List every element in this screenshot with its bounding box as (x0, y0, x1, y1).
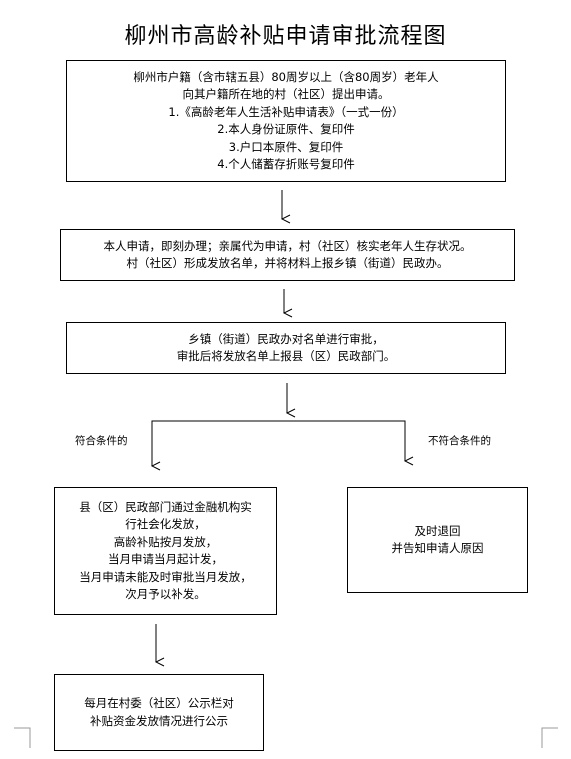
village-verification-box: 本人申请，即刻办理；亲属代为申请，村（社区）核实老年人生存状况。 村（社区）形成… (60, 229, 515, 281)
ineligible-label: 不符合条件的 (428, 435, 491, 447)
rejection-box: 及时退回 并告知申请人原因 (347, 487, 528, 593)
step-text: 当月申请未能及时审批当月发放， (79, 569, 252, 584)
step-text: 2.本人身份证原件、复印件 (217, 122, 355, 136)
step-text: 每月在村委（社区）公示栏对 (84, 696, 234, 710)
step-text: 乡镇（街道）民政办对名单进行审批， (188, 331, 384, 346)
publicity-box: 每月在村委（社区）公示栏对 补贴资金发放情况进行公示 (54, 674, 264, 751)
step-text: 及时退回 (414, 523, 461, 538)
eligible-label: 符合条件的 (75, 435, 128, 447)
step-text: 县（区）民政部门通过金融机构实 (79, 499, 252, 514)
step-text: 4.个人储蓄存折账号复印件 (217, 157, 355, 171)
step-text: 行社会化发放， (125, 517, 206, 531)
step-text: 向其户籍所在地的村（社区）提出申请。 (182, 87, 390, 101)
county-disbursement-box: 县（区）民政部门通过金融机构实 行社会化发放， 高龄补贴按月发放， 当月申请当月… (54, 487, 277, 615)
step-text: 高龄补贴按月发放， (113, 534, 218, 549)
step-text: 柳州市户籍（含市辖五县）80周岁以上（含80周岁）老年人 (133, 69, 439, 84)
page-title: 柳州市高龄补贴申请审批流程图 (124, 24, 447, 49)
step-text: 3.户口本原件、复印件 (228, 139, 344, 154)
step-text: 当月申请当月起计发， (108, 552, 223, 566)
step-text: 次月予以补发。 (125, 587, 206, 601)
step-text: 本人申请，即刻办理；亲属代为申请，村（社区）核实老年人生存状况。 (103, 238, 472, 253)
step-text: 并告知申请人原因 (391, 541, 484, 555)
corner-mark-right (541, 727, 558, 748)
step-text: 审批后将发放名单上报县（区）民政部门。 (176, 349, 396, 363)
branch-line (151, 420, 406, 466)
step-text: 1.《高龄老年人生活补贴申请表》（一式一份） (168, 104, 404, 119)
step-text: 补贴资金发放情况进行公示 (90, 713, 228, 728)
application-step-box: 柳州市户籍（含市辖五县）80周岁以上（含80周岁）老年人 向其户籍所在地的村（社… (66, 60, 506, 182)
township-approval-box: 乡镇（街道）民政办对名单进行审批， 审批后将发放名单上报县（区）民政部门。 (66, 322, 506, 374)
step-text: 村（社区）形成发放名单，并将材料上报乡镇（街道）民政办。 (126, 256, 449, 270)
corner-mark-left (14, 727, 31, 748)
